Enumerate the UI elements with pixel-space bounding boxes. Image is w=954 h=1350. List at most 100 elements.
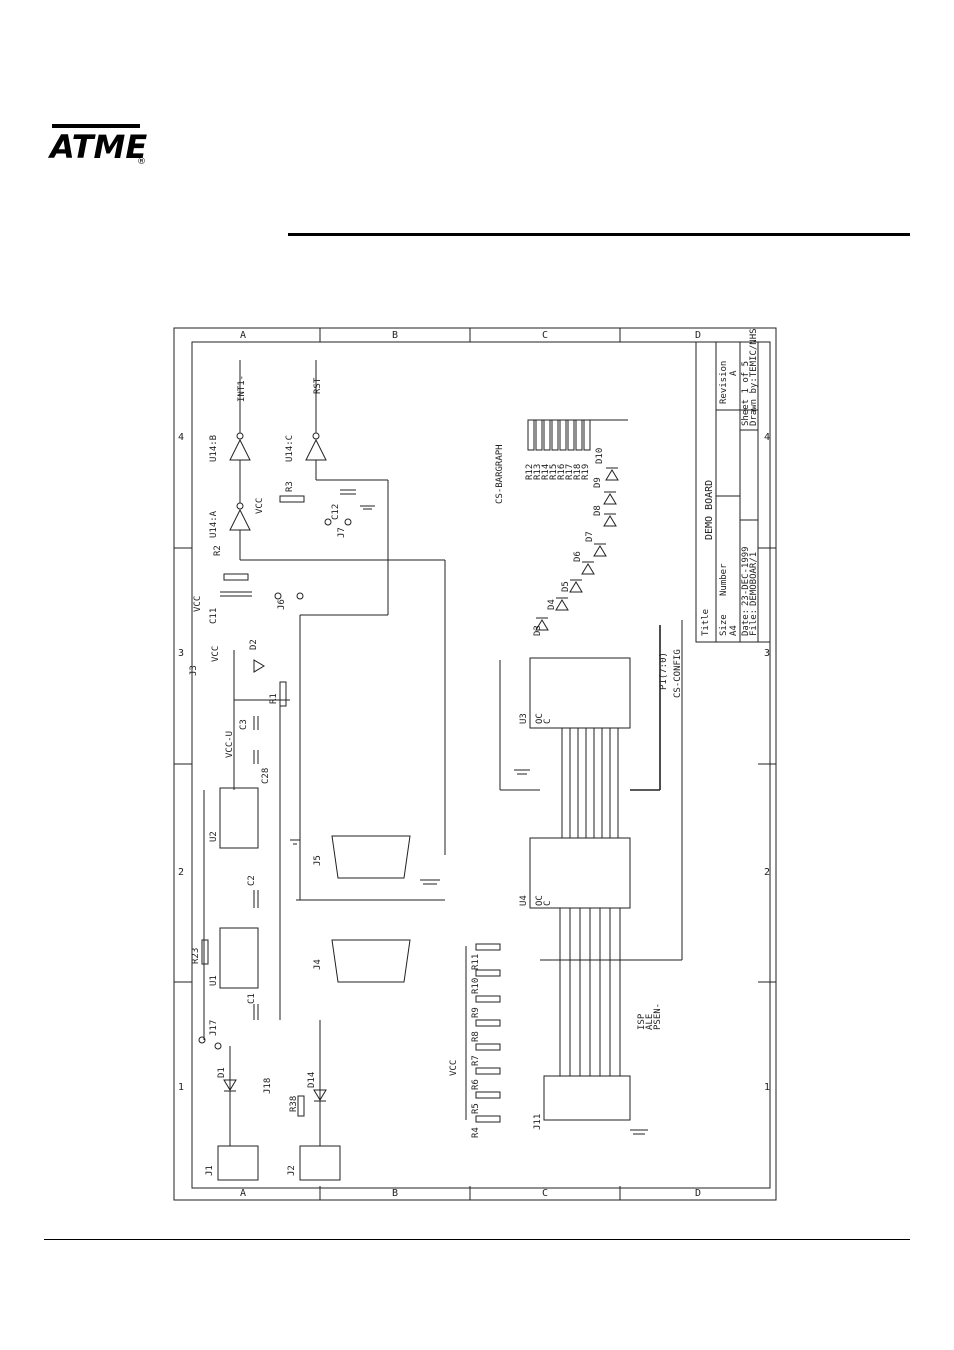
label-j17: J17 [209, 1020, 219, 1036]
zone-left-3: 3 [178, 648, 184, 659]
zone-top-c: C [542, 330, 548, 341]
label-d8: D8 [593, 505, 603, 516]
svg-text:J11: J11 [533, 1114, 543, 1130]
zone-left-1: 1 [178, 1082, 184, 1093]
jack-j1 [217, 1145, 259, 1181]
tb-title-label: Title [701, 609, 711, 636]
title-block: Title DEMO BOARD Size A4 Number Revision… [695, 328, 771, 643]
svg-text:OC: OC [535, 895, 545, 906]
label-r7: R7 [471, 1055, 481, 1066]
label-r6: R6 [471, 1079, 481, 1090]
label-r19: R19 [581, 464, 591, 480]
label-vcc-u: VCC-U [225, 731, 235, 758]
net-isp: ISP [637, 1013, 647, 1030]
label-d3: D3 [533, 625, 543, 636]
label-d5: D5 [561, 581, 571, 592]
led-d2 [253, 659, 265, 673]
svg-text:J2: J2 [287, 1165, 297, 1176]
label-r4: R4 [471, 1127, 481, 1138]
label-c2: C2 [247, 875, 257, 886]
svg-text:U2: U2 [209, 831, 219, 842]
label-r13: R13 [533, 464, 543, 480]
label-d9: D9 [593, 477, 603, 488]
data-bus [561, 625, 661, 838]
svg-text:VCC: VCC [211, 646, 221, 662]
svg-text:D2: D2 [249, 639, 259, 650]
label-vcc-config: VCC [449, 1060, 459, 1076]
registered-mark: ® [137, 157, 146, 166]
net-rst: RST [313, 377, 323, 394]
zone-left-2: 2 [178, 867, 184, 878]
svg-text:U14:A: U14:A [209, 510, 219, 538]
svg-text:U1: U1 [209, 975, 219, 986]
inverter-u14c: U14:C [285, 432, 327, 462]
label-r16: R16 [557, 464, 567, 480]
svg-text:R1: R1 [269, 693, 279, 704]
tb-sheet: Sheet 1 of 5 [741, 361, 751, 426]
connector-j5: J5 [313, 835, 411, 879]
zone-top-d: D [695, 330, 701, 341]
tb-number-label: Number [719, 563, 729, 596]
zone-bottom-d: D [695, 1188, 701, 1199]
svg-text:U4: U4 [519, 895, 529, 906]
zone-right-4: 4 [764, 432, 770, 443]
header-rule [288, 233, 910, 236]
label-r9: R9 [471, 1007, 481, 1018]
label-r15: R15 [549, 464, 559, 480]
inverter-u14b: U14:B [209, 432, 251, 462]
zone-bottom-a: A [240, 1188, 246, 1199]
svg-text:R3: R3 [285, 481, 295, 492]
label-r8: R8 [471, 1031, 481, 1042]
zone-top-a: A [240, 330, 246, 341]
svg-text:OC: OC [535, 713, 545, 724]
latch-u4 [529, 837, 631, 909]
label-j18: J18 [263, 1078, 273, 1094]
resistor-r23 [201, 939, 209, 965]
config-resistor-array [465, 943, 501, 1123]
label-r5: R5 [471, 1103, 481, 1114]
label-j7: J7 [337, 527, 347, 538]
svg-text:VCC: VCC [193, 596, 203, 612]
zone-bottom-b: B [392, 1188, 398, 1199]
net-cs-config: CS-CONFIG [673, 649, 683, 698]
label-d6: D6 [573, 551, 583, 562]
tb-revision-label: Revision [719, 361, 729, 404]
net-cs-bargraph: CS-BARGRAPH [495, 444, 505, 504]
tb-date: 23-DEC-1999 [741, 546, 751, 606]
net-ale: ALE [645, 1014, 655, 1030]
latch-u3 [529, 657, 631, 729]
svg-text:C: C [543, 901, 553, 906]
svg-text:J5: J5 [313, 855, 323, 866]
tb-file-label: File: [749, 609, 759, 636]
svg-text:R38: R38 [289, 1096, 299, 1112]
label-r17: R17 [565, 464, 575, 480]
svg-text:U14:C: U14:C [285, 435, 295, 462]
label-r12: R12 [525, 464, 535, 480]
svg-text:J1: J1 [205, 1165, 215, 1176]
svg-text:D14: D14 [307, 1072, 317, 1088]
svg-text:U14:B: U14:B [209, 435, 219, 462]
svg-text:U3: U3 [519, 713, 529, 724]
logo-text: ATMEL [48, 128, 148, 166]
label-vcc-1: VCC [255, 498, 265, 514]
label-j3: J3 [189, 665, 199, 676]
regulator-u1 [219, 927, 259, 989]
label-r14: R14 [541, 464, 551, 480]
zone-top-b: B [392, 330, 398, 341]
label-d10: D10 [595, 448, 605, 464]
zone-right-2: 2 [764, 867, 770, 878]
bus-label: P1(7:0) [659, 652, 669, 690]
atmel-logo: ATMEL ® [48, 120, 148, 166]
svg-text:R2: R2 [213, 545, 223, 556]
label-r18: R18 [573, 464, 583, 480]
inner-frame [191, 341, 771, 1189]
label-c12: C12 [331, 504, 341, 520]
inverter-u14a: U14:A [209, 502, 251, 538]
label-c3: C3 [239, 719, 249, 730]
regulator-u2 [219, 787, 259, 849]
resistor-r1 [279, 681, 287, 707]
label-c11: C11 [209, 608, 219, 624]
led-bargraph [535, 467, 619, 631]
zone-right-3: 3 [764, 648, 770, 659]
label-c1: C1 [247, 993, 257, 1004]
